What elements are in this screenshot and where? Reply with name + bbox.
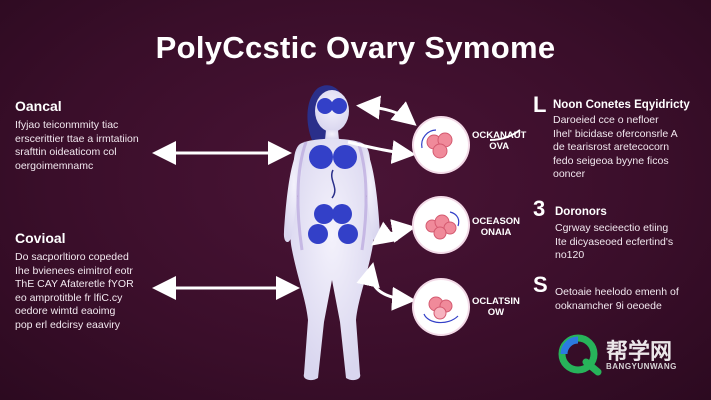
- step-number-3: S: [533, 272, 548, 297]
- breast-right-organ: [333, 145, 357, 169]
- right-section-3: Oetoaie heelodo emenh of ooknamcher 9i o…: [555, 286, 679, 313]
- circle-label-1: OCKANAUT OVA: [472, 130, 526, 152]
- left-section-2: Covioal Do sacporltioro copeded Ihe bvie…: [15, 230, 134, 332]
- text-line: Oetoaie heelodo emenh of: [555, 286, 679, 298]
- left-section-1-heading: Oancal: [15, 98, 62, 114]
- text-line: ThE CAY Afateretle fYOR: [15, 278, 134, 290]
- eye-right-organ: [331, 98, 347, 114]
- organ-mid-left: [314, 204, 334, 224]
- text-line: ooncer: [553, 168, 586, 180]
- watermark-logo-icon: [556, 332, 604, 376]
- left-section-2-text: Do sacporltioro copeded Ihe bvienees eim…: [15, 251, 134, 332]
- circle-label-line: OCKANAUT: [472, 130, 527, 141]
- connector-1: [489, 129, 521, 141]
- step-number-2: 3: [533, 196, 546, 221]
- watermark-sub: BANGYUNWANG: [606, 362, 677, 371]
- watermark-main: 帮学网: [606, 339, 673, 364]
- text-line: srafttin oideaticom col: [15, 146, 117, 158]
- text-line: fedo seigeoa byyne ficos: [553, 154, 669, 167]
- eye-left-organ: [317, 98, 333, 114]
- organ-mid-right: [332, 204, 352, 224]
- right-section-3-text: Oetoaie heelodo emenh of ooknamcher 9i o…: [555, 286, 679, 313]
- ovary-left-organ: [308, 224, 328, 244]
- text-line: eo amprotitble fr lfiC.cy: [15, 291, 123, 304]
- ovary-circle-2: [414, 198, 468, 252]
- circle-label-line: OCEASON: [472, 216, 521, 227]
- circle-label-2: OCEASON ONAIA: [472, 216, 520, 238]
- right-section-2: Doronors Cgrway secieectio etiing Ite di…: [555, 206, 673, 263]
- right-section-1: Noon Conetes Eqyidricty Daroeied cce o n…: [553, 99, 690, 182]
- text-line: no120: [555, 249, 585, 261]
- arrow-right-bottom: [356, 262, 416, 311]
- text-line: Ihel' bicidase oferconsrle A: [553, 127, 678, 140]
- right-section-1-text: Daroeied cce o nefloer Ihel' bicidase of…: [553, 114, 690, 182]
- text-line: Cgrway secieectio etiing: [555, 222, 669, 234]
- circle-label-line: OW: [487, 307, 505, 318]
- page-title: PolyCcstic Ovary Symome: [155, 30, 556, 65]
- text-line: Ite dicyaseoed ecfertind's: [555, 235, 674, 248]
- text-line: Do sacporltioro copeded: [15, 251, 129, 263]
- ovary-right-organ: [338, 224, 358, 244]
- text-line: ooknamcher 9i oeoede: [555, 299, 662, 312]
- text-line: Daroeied cce o nefloer: [553, 114, 659, 126]
- text-line: erscerittier ttae a irmtatiion: [15, 132, 139, 145]
- arrow-right-mid2: [371, 219, 416, 246]
- text-line: oedore wimtd eaoimg: [15, 305, 116, 317]
- ovary-circle-3: [414, 280, 468, 334]
- arrow-right-top: [356, 95, 417, 126]
- ovary-circle-1: [414, 118, 468, 172]
- human-body-figure: [283, 85, 381, 381]
- text-line: pop erl edcirsy eaaviry: [15, 318, 121, 331]
- arrow-right-mid1: [347, 140, 416, 164]
- right-section-2-text: Cgrway secieectio etiing Ite dicyaseoed …: [555, 222, 673, 263]
- circle-label-3: OCLATSIN OW: [472, 296, 520, 318]
- circle-label-line: OVA: [489, 141, 510, 152]
- right-section-2-heading: Doronors: [555, 206, 607, 218]
- left-section-1: Oancal Ifyjao teiconmmity tiac ersceritt…: [15, 98, 139, 173]
- right-section-1-heading: Noon Conetes Eqyidricty: [553, 99, 690, 111]
- left-section-2-heading: Covioal: [15, 230, 66, 246]
- breast-left-organ: [309, 145, 333, 169]
- circle-label-line: OCLATSIN: [472, 296, 520, 307]
- circle-label-line: ONAIA: [480, 227, 512, 238]
- step-number-1: L: [533, 92, 547, 117]
- text-line: Ihe bvienees eimitrof eotr: [15, 264, 133, 277]
- text-line: Ifyjao teiconmmity tiac: [15, 119, 119, 131]
- text-line: oergoimemnamc: [15, 159, 94, 172]
- left-section-1-text: Ifyjao teiconmmity tiac erscerittier tta…: [15, 119, 139, 173]
- text-line: de tearisrost aretecocorn: [553, 141, 670, 153]
- neck-shape: [325, 130, 339, 140]
- torso-shape: [290, 138, 374, 381]
